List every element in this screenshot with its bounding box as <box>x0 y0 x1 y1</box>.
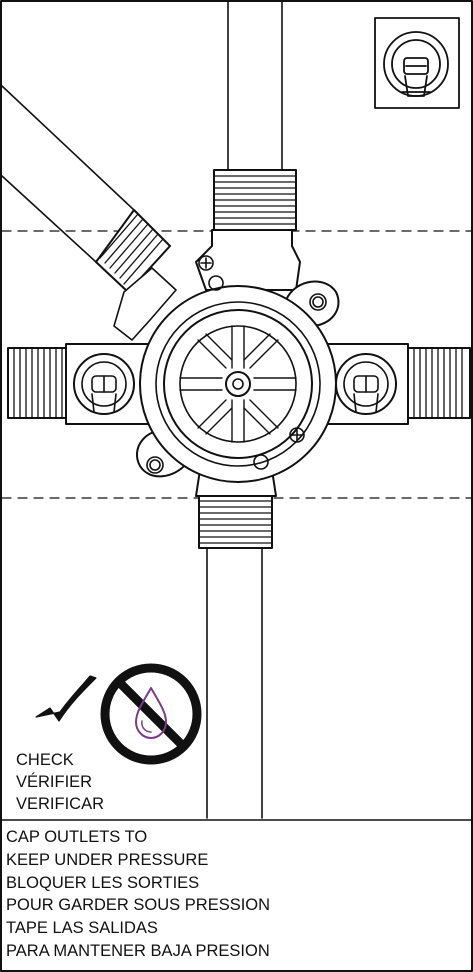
check-label-en: CHECK <box>16 751 74 769</box>
diagonal-pipe <box>1 85 177 341</box>
valve-rings <box>155 301 321 467</box>
left-check-stop <box>73 353 135 415</box>
left-outlet-threads <box>7 347 67 419</box>
valve-hub <box>225 371 251 397</box>
right-check-stop <box>335 353 397 415</box>
top-pipe-threads <box>213 169 297 231</box>
valve-cartridge-inset-icon <box>374 17 460 109</box>
instruction-line: POUR GARDER SOUS PRESSION <box>6 896 271 915</box>
right-outlet-threads <box>407 347 471 419</box>
check-label-es: VERIFICAR <box>16 795 105 813</box>
instruction-line: CAP OUTLETS TO <box>6 828 148 846</box>
check-labels: CHECK VÉRIFIER VERIFICAR <box>16 749 104 815</box>
dashed-reference-lines <box>1 230 473 499</box>
top-pipe <box>227 1 283 171</box>
instruction-line: PARA MANTENER BAJA PRESION <box>6 941 270 960</box>
instruction-line: BLOQUER LES SORTIES <box>6 873 200 892</box>
valve-spokes <box>179 325 297 443</box>
instructions: CAP OUTLETS TO KEEP UNDER PRESSURE BLOQU… <box>6 826 270 963</box>
instruction-line: KEEP UNDER PRESSURE <box>6 850 209 869</box>
instruction-line: TAPE LAS SALIDAS <box>6 919 158 938</box>
check-label-fr: VÉRIFIER <box>16 773 93 791</box>
checkmark-icon <box>35 675 97 722</box>
bottom-pipe <box>198 494 273 819</box>
no-water-drop-icon <box>100 663 202 765</box>
